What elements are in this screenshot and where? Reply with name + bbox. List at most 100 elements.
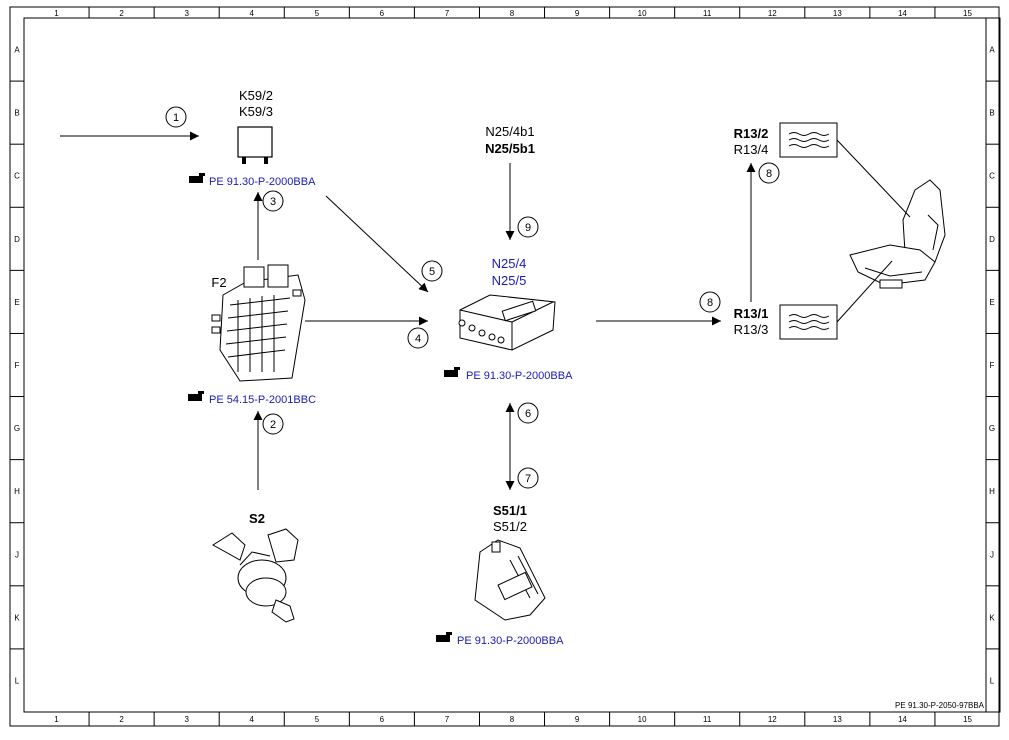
k59-label-2: K59/3 (239, 104, 273, 119)
k59-component[interactable]: K59/2 K59/3 (237, 88, 273, 164)
step-1: 1 (165, 106, 187, 128)
step-5: 5 (421, 260, 443, 282)
s51-ref-text: PE 91.30-P-2000BBA (457, 635, 564, 647)
grid-row-label-right: A (989, 46, 995, 55)
n25b1-label-2: N25/5b1 (485, 141, 535, 156)
svg-text:8: 8 (766, 168, 772, 180)
heater-mat-icon (779, 122, 838, 158)
grid-col-label-top: 10 (638, 9, 647, 18)
f2-label: F2 (211, 275, 226, 290)
leader-r13-bottom (836, 260, 893, 323)
hand-pointer-icon (444, 367, 460, 377)
k59-ref-link[interactable]: PE 91.30-P-2000BBA (189, 173, 316, 188)
grid-col-label-bottom: 9 (575, 715, 580, 724)
control-unit-icon (458, 294, 556, 351)
r13-bottom-label-1: R13/1 (734, 306, 769, 321)
grid-col-label-top: 6 (380, 9, 385, 18)
seat-icon (849, 179, 946, 289)
n25b1-sensor-label[interactable]: N25/4b1 N25/5b1 (485, 124, 535, 156)
svg-text:8: 8 (707, 297, 713, 309)
grid-row-label-left: G (14, 424, 20, 433)
grid-row-label-left: B (14, 109, 19, 118)
step-6: 6 (517, 402, 539, 424)
svg-text:6: 6 (525, 408, 531, 420)
n25-ref-link[interactable]: PE 91.30-P-2000BBA (444, 367, 573, 382)
grid-row-label-right: F (990, 361, 995, 370)
grid-col-label-top: 9 (575, 9, 580, 18)
seat-switch-icon (474, 539, 546, 621)
step-8-vertical: 8 (758, 162, 780, 184)
k59-label-1: K59/2 (239, 88, 273, 103)
n25-component[interactable]: N25/4 N25/5 (458, 256, 556, 351)
r13-top-label-2: R13/4 (734, 142, 769, 157)
grid-col-label-bottom: 1 (54, 715, 59, 724)
relay-icon (237, 126, 273, 164)
f2-component[interactable]: F2 (211, 264, 306, 382)
grid-row-label-left: K (14, 613, 20, 622)
step-8-horizontal: 8 (699, 291, 721, 313)
s51-ref-link[interactable]: PE 91.30-P-2000BBA (436, 632, 564, 647)
grid-col-label-bottom: 5 (315, 715, 320, 724)
grid-row-label-left: D (14, 235, 20, 244)
fuse-box-icon (211, 264, 306, 382)
svg-text:3: 3 (270, 196, 276, 208)
grid-col-label-bottom: 4 (250, 715, 255, 724)
grid-col-label-bottom: 2 (119, 715, 124, 724)
grid-row-label-left: J (15, 550, 19, 559)
grid-col-label-top: 11 (703, 9, 712, 18)
step-7: 7 (517, 467, 539, 489)
leader-r13-top (836, 139, 911, 218)
grid-col-label-top: 1 (54, 9, 59, 18)
document-id: PE 91.30-P-2050-97BBA (895, 701, 985, 710)
heater-mat-icon (779, 304, 838, 340)
r13-top-label-1: R13/2 (734, 126, 769, 141)
grid-col-label-top: 8 (510, 9, 515, 18)
grid-row-label-left: H (14, 487, 20, 496)
grid-col-label-bottom: 12 (768, 715, 777, 724)
grid-col-label-top: 3 (184, 9, 189, 18)
svg-text:9: 9 (525, 222, 531, 234)
hand-pointer-icon (188, 391, 204, 401)
grid-row-label-right: B (989, 109, 994, 118)
grid-row-label-right: K (989, 613, 995, 622)
s2-label: S2 (249, 511, 265, 526)
s2-component[interactable]: S2 (212, 511, 299, 623)
f2-ref-link[interactable]: PE 54.15-P-2001BBC (188, 391, 316, 406)
grid-col-label-top: 15 (963, 9, 972, 18)
f2-ref-text: PE 54.15-P-2001BBC (209, 394, 316, 406)
hand-pointer-icon (189, 173, 205, 183)
grid-row-label-left: A (14, 46, 20, 55)
r13-bottom-component[interactable]: R13/1 R13/3 (734, 304, 838, 340)
r13-top-component[interactable]: R13/2 R13/4 (734, 122, 838, 158)
s51-component[interactable]: S51/1 S51/2 (474, 503, 546, 621)
svg-text:4: 4 (415, 333, 421, 345)
step-2: 2 (262, 413, 284, 435)
ignition-switch-icon (212, 528, 299, 623)
svg-text:2: 2 (270, 419, 276, 431)
grid-col-label-top: 12 (768, 9, 777, 18)
n25-label-1: N25/4 (492, 256, 527, 271)
grid-row-label-right: E (989, 298, 994, 307)
r13-bottom-label-2: R13/3 (734, 322, 769, 337)
svg-text:5: 5 (429, 266, 435, 278)
grid-col-label-top: 13 (833, 9, 842, 18)
n25-ref-text: PE 91.30-P-2000BBA (466, 370, 573, 382)
n25b1-label-1: N25/4b1 (485, 124, 534, 139)
svg-text:1: 1 (173, 112, 179, 124)
grid-col-label-bottom: 7 (445, 715, 450, 724)
grid-col-label-top: 14 (898, 9, 907, 18)
grid-col-label-bottom: 14 (898, 715, 907, 724)
grid-col-label-top: 5 (315, 9, 320, 18)
grid-row-label-right: H (989, 487, 995, 496)
grid-col-label-top: 4 (250, 9, 255, 18)
grid-col-label-bottom: 3 (184, 715, 189, 724)
grid-row-label-left: L (15, 676, 20, 685)
step-4: 4 (407, 327, 429, 349)
grid-row-label-right: L (990, 676, 995, 685)
grid-row-label-left: F (15, 361, 20, 370)
grid-col-label-bottom: 15 (963, 715, 972, 724)
step-9: 9 (517, 216, 539, 238)
hand-pointer-icon (436, 632, 452, 642)
